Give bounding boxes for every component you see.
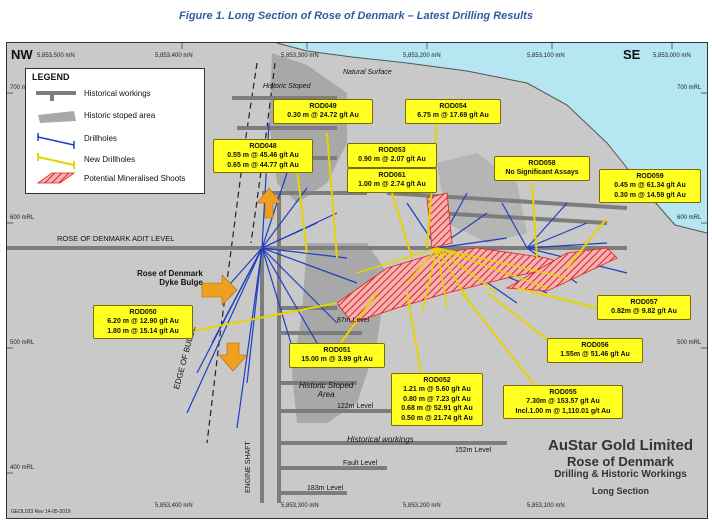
legend-new-drillhole-icon [37, 153, 75, 169]
rl-600-right: 600 mRL [677, 215, 702, 221]
label-historical-workings: Historical workings [347, 435, 414, 444]
company-name: AuStar Gold Limited [547, 437, 693, 454]
label-87m-level: 87m Level [337, 317, 370, 324]
figure-caption: Figure 1. Long Section of Rose of Denmar… [179, 10, 533, 22]
label-engine-shaft: ENGINE SHAFT [245, 441, 252, 493]
mineralised-shoot-2 [426, 192, 453, 249]
sky-area [7, 43, 707, 233]
label-historic-stoped-top: Historic Stoped [263, 83, 311, 90]
direction-se: SE [623, 47, 641, 62]
label-dyke-bulge: Rose of Denmark Dyke Bulge [137, 269, 203, 287]
coord-top-1: 5,853,500 mN [37, 53, 75, 59]
rl-400-left: 400 mRL [10, 465, 35, 471]
label-183m-level: 183m Level [307, 485, 344, 492]
arrow-down-icon [218, 342, 248, 372]
legend-symbols [36, 91, 76, 184]
label-fault-level: Fault Level [343, 460, 378, 467]
rl-500-left: 500 mRL [10, 340, 35, 346]
coord-top-5: 5,853,100 mN [527, 53, 565, 59]
coord-bottom-4: 5,853,100 mN [527, 503, 565, 509]
direction-nw: NW [11, 47, 33, 62]
edge-of-bulge-line [206, 62, 258, 444]
coord-bottom-3: 5,853,200 mN [403, 503, 441, 509]
mineralised-shoot-3 [505, 247, 618, 292]
legend-shoot-icon [36, 172, 76, 184]
project-name: Rose of Denmark [567, 454, 674, 469]
label-152m-level: 152m Level [455, 447, 492, 454]
arrow-up-icon [256, 187, 282, 219]
legend-drillhole-icon [37, 133, 75, 149]
coord-top-3: 5,853,300 mN [281, 53, 319, 59]
legend-item-new-drillholes: New Drillholes [84, 155, 136, 164]
rl-700-right: 700 mRL [677, 85, 702, 91]
arrow-right-icon [201, 274, 238, 306]
coord-top-2: 5,853,400 mN [155, 53, 193, 59]
legend-item-workings: Historical workings [84, 89, 151, 98]
grid-ticks [7, 43, 707, 474]
natural-surface-line [276, 43, 707, 234]
long-section-map: NW SE 5,853,500 mN 5,853,400 mN 5,853,30… [6, 42, 708, 519]
legend-item-drillholes: Drillholes [84, 134, 117, 143]
label-adit-level: ROSE OF DENMARK ADIT LEVEL [57, 234, 175, 243]
callout-leaders [181, 122, 608, 389]
rl-600-left: 600 mRL [10, 215, 35, 221]
coord-bottom-1: 5,853,400 mN [155, 503, 193, 509]
legend-item-stoped: Historic stoped area [84, 111, 156, 120]
map-subtitle: Drilling & Historic Workings [554, 469, 687, 480]
new-drillholes [356, 247, 568, 314]
section-name: Long Section [591, 486, 649, 496]
label-historic-stoped-area: Historic Stoped Area [299, 381, 354, 399]
legend-workings-icon [36, 91, 76, 101]
label-122m-level: 122m Level [337, 403, 374, 410]
legend: LEGEND Historical workings Historic stop… [25, 68, 205, 194]
legend-stoped-icon [38, 111, 76, 123]
rl-500-right: 500 mRL [677, 340, 702, 346]
title-block: AuStar Gold Limited Rose of Denmark Dril… [548, 437, 693, 496]
footer-revision: GEOL033 Rev 14-05-2019 [11, 509, 71, 515]
legend-title: LEGEND [32, 72, 70, 82]
label-natural-surface: Natural Surface [343, 69, 392, 76]
coord-top-6: 5,853,000 mN [653, 53, 691, 59]
coord-bottom-2: 5,853,300 mN [281, 503, 319, 509]
coord-top-4: 5,853,200 mN [403, 53, 441, 59]
legend-item-shoots: Potential Mineralised Shoots [84, 174, 186, 183]
rl-700-left: 700 mRL [10, 85, 35, 91]
